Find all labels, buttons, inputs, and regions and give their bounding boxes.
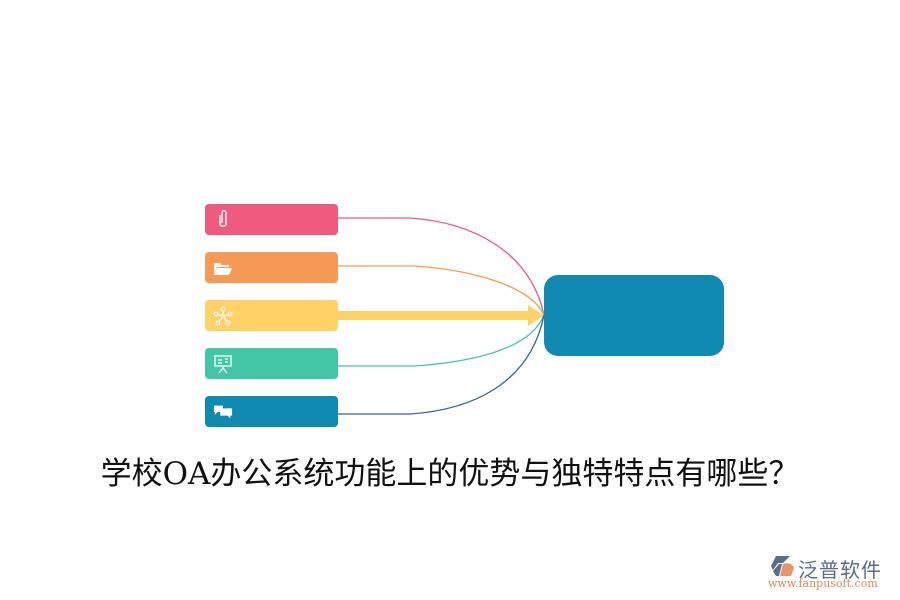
logo-brand-text: 泛普软件: [798, 558, 882, 582]
folder-open-icon: [213, 258, 233, 278]
center-node: [544, 275, 724, 356]
paperclip-icon: [213, 209, 233, 230]
diagram-node-4: [205, 348, 338, 379]
presentation-board-icon: [213, 354, 233, 374]
page-title: 学校OA办公系统功能上的优势与独特特点有哪些？: [100, 456, 800, 492]
diagram-node-1: [205, 204, 338, 235]
chat-bubbles-icon: [213, 402, 233, 422]
network-icon: [213, 306, 233, 326]
diagram-node-2: [205, 252, 338, 283]
diagram-node-5: [205, 396, 338, 427]
diagram-node-3: [205, 300, 338, 331]
brand-logo: 泛普软件 www.fanpusoft.com: [768, 554, 898, 594]
logo-url-text: www.fanpusoft.com: [768, 577, 878, 590]
logo-mark-icon: [771, 556, 794, 576]
